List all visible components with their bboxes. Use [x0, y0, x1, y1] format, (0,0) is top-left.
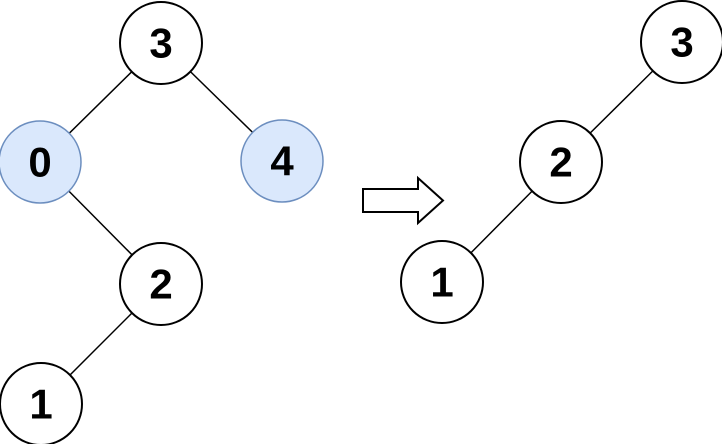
tree-node-before-0 [0, 120, 82, 204]
tree-node-label-before-1: 1 [29, 381, 52, 428]
tree-node-after-2 [519, 120, 603, 204]
tree-node-label-after-1: 1 [430, 259, 453, 306]
transform-arrow-icon [362, 175, 445, 226]
tree-edge-after-2-after-1 [470, 190, 533, 254]
tree-edge-before-3-before-0 [68, 71, 133, 134]
tree-edge-before-2-before-1 [69, 312, 133, 376]
tree-edge-before-3-before-4 [189, 71, 254, 133]
tree-edge-after-3-after-2 [589, 70, 654, 134]
tree-node-label-before-4: 4 [270, 138, 294, 185]
tree-node-label-after-3: 3 [670, 19, 693, 66]
tree-node-after-1 [400, 240, 484, 324]
tree-node-before-1 [0, 362, 83, 444]
tree-node-before-4 [240, 119, 324, 203]
tree-node-label-after-2: 2 [549, 139, 572, 186]
tree-node-before-2 [119, 242, 203, 326]
tree-node-before-3 [119, 1, 203, 85]
tree-node-label-before-2: 2 [149, 261, 172, 308]
tree-node-label-before-3: 3 [149, 20, 172, 67]
tree-edge-before-0-before-2 [68, 190, 133, 256]
tree-node-after-3 [640, 0, 722, 84]
tree-node-label-before-0: 0 [28, 139, 51, 186]
